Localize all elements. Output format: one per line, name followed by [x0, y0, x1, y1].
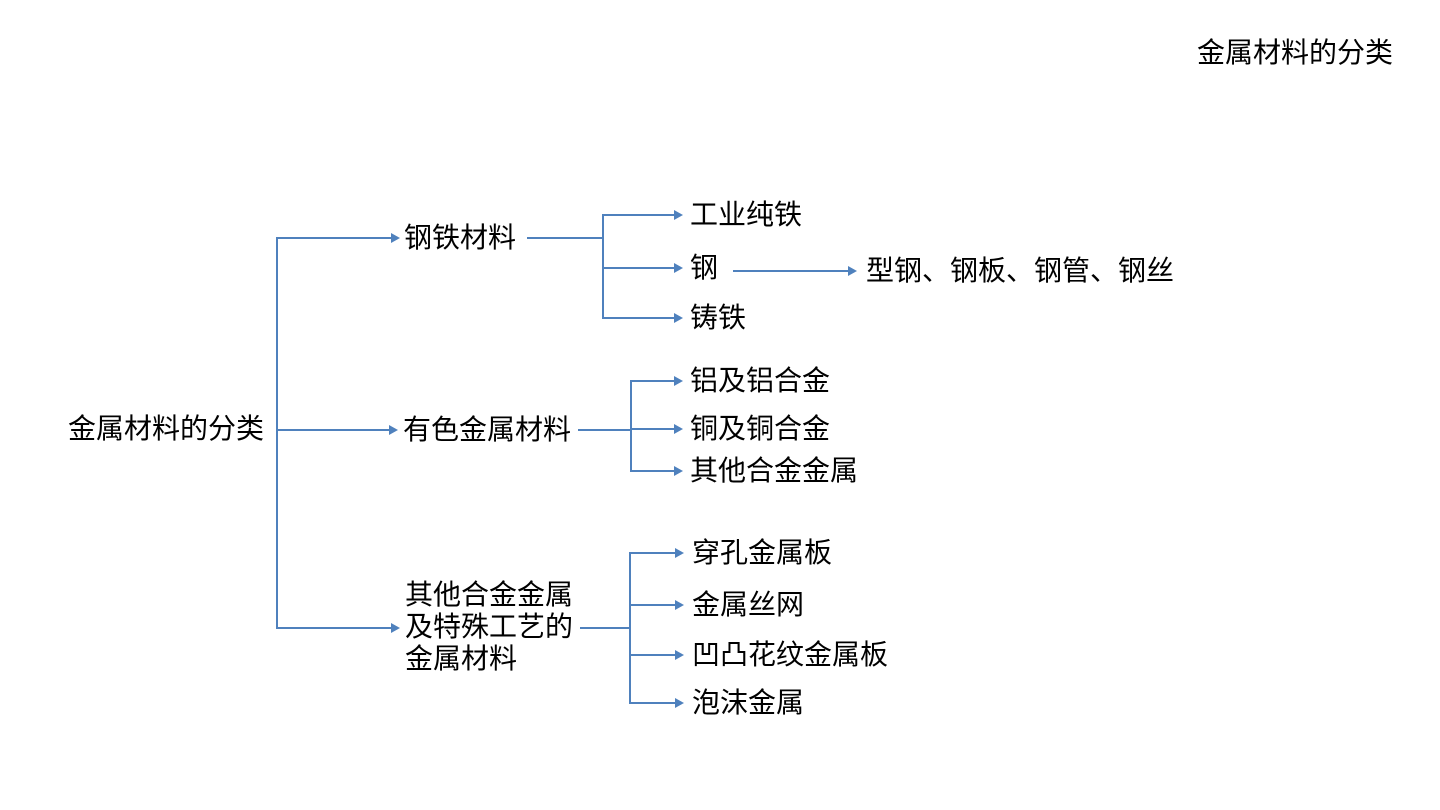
connector-to-steel-products	[733, 270, 849, 272]
steel-bracket-feed-line	[527, 237, 603, 239]
root-node-metal-materials-classification: 金属材料的分类	[68, 412, 265, 444]
arrowhead-to-steel-products-icon	[848, 266, 857, 276]
connector-to-aluminum	[630, 380, 675, 382]
branch-other-alloys-special-process: 其他合金金属及特殊工艺的金属材料	[405, 579, 574, 674]
trunk-connector-line	[276, 237, 278, 629]
arrowhead-to-steel-icon	[391, 233, 400, 243]
child-other-alloy-metals: 其他合金金属	[690, 454, 859, 486]
connector-to-nonferrous	[276, 429, 390, 431]
child-perforated-metal-plate: 穿孔金属板	[692, 536, 833, 568]
child-cast-iron: 铸铁	[690, 301, 747, 333]
child-foam-metal: 泡沫金属	[692, 686, 805, 718]
connector-to-other-alloys	[276, 627, 392, 629]
connector-to-embossed-plate	[629, 654, 676, 656]
arrowhead-to-nonferrous-icon	[389, 425, 398, 435]
arrowhead-to-other-alloy-metals-icon	[674, 466, 683, 476]
arrowhead-to-steel-node-icon	[674, 263, 683, 273]
child-aluminum-alloys: 铝及铝合金	[690, 364, 831, 396]
arrowhead-to-copper-icon	[674, 424, 683, 434]
connector-to-cast-iron	[602, 317, 675, 319]
connector-to-copper	[630, 428, 675, 430]
connector-to-steel-node	[602, 267, 675, 269]
arrowhead-to-cast-iron-icon	[674, 313, 683, 323]
child-industrial-pure-iron: 工业纯铁	[690, 198, 803, 230]
child-metal-wire-mesh: 金属丝网	[692, 588, 805, 620]
arrowhead-to-pure-iron-icon	[674, 210, 683, 220]
arrowhead-to-other-alloys-icon	[391, 623, 400, 633]
special-bracket-feed-line	[580, 627, 631, 629]
connector-to-other-alloy-metals	[630, 470, 675, 472]
arrowhead-to-foam-metal-icon	[675, 698, 684, 708]
connector-to-foam-metal	[629, 702, 676, 704]
steel-bracket-line	[602, 214, 604, 319]
connector-to-wire-mesh	[629, 604, 676, 606]
branch-steel-materials: 钢铁材料	[404, 221, 517, 253]
arrowhead-to-perforated-plate-icon	[675, 548, 684, 558]
nonferrous-bracket-line	[630, 380, 632, 472]
child-steel-products: 型钢、钢板、钢管、钢丝	[866, 254, 1175, 286]
child-embossed-pattern-plate: 凹凸花纹金属板	[692, 638, 889, 670]
special-bracket-line	[629, 552, 631, 704]
child-copper-alloys: 铜及铜合金	[690, 412, 831, 444]
connector-to-pure-iron	[602, 214, 675, 216]
branch-nonferrous-materials: 有色金属材料	[403, 413, 572, 445]
slide-title: 金属材料的分类	[1196, 37, 1393, 68]
arrowhead-to-wire-mesh-icon	[675, 600, 684, 610]
arrowhead-to-embossed-plate-icon	[675, 650, 684, 660]
connector-to-perforated-plate	[629, 552, 676, 554]
child-steel: 钢	[690, 251, 719, 283]
connector-to-steel	[276, 237, 392, 239]
arrowhead-to-aluminum-icon	[674, 376, 683, 386]
nonferrous-bracket-feed-line	[578, 429, 632, 431]
